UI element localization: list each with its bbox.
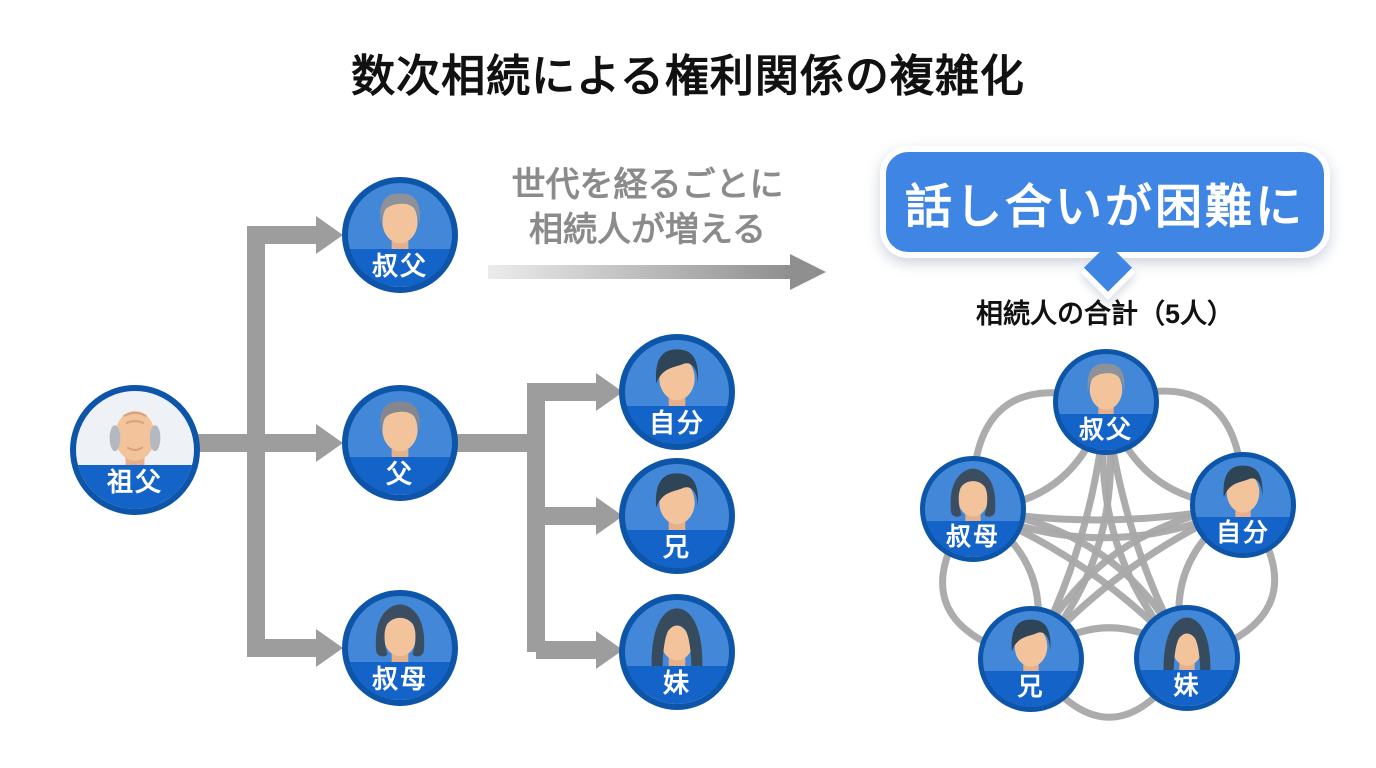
node-label-band: 叔父 — [1058, 414, 1154, 450]
node-label-band: 兄 — [983, 671, 1079, 707]
node-label-band: 叔父 — [348, 248, 452, 287]
arrowhead-to-self — [596, 373, 623, 411]
page-title: 数次相続による権利関係の複雑化 — [351, 52, 1025, 101]
node-label: 叔母 — [945, 523, 1000, 552]
tree-node-grandfather: 祖父 — [70, 385, 200, 515]
node-label: 叔父 — [371, 250, 428, 281]
generation-arrow — [488, 254, 826, 290]
node-label: 兄 — [1017, 673, 1045, 702]
node-label-band: 兄 — [625, 529, 729, 568]
generation-caption: 世代を経るごとに 相続人が増える — [455, 163, 840, 253]
tree-node-sister: 妹 — [619, 594, 735, 710]
node-label-band: 父 — [348, 456, 452, 495]
network-node-sister: 妹 — [1134, 605, 1240, 711]
node-label: 自分 — [1215, 519, 1270, 548]
node-label: 父 — [385, 458, 414, 489]
arrowhead-to-sister — [596, 631, 623, 669]
tree-node-aunt: 叔母 — [342, 590, 458, 706]
tree-node-father: 父 — [342, 385, 458, 501]
network-node-self: 自分 — [1190, 452, 1296, 558]
node-label: 兄 — [662, 531, 691, 562]
speech-bubble: 話し合いが困難に — [880, 146, 1330, 258]
node-label: 祖父 — [106, 467, 163, 498]
node-label: 妹 — [662, 667, 691, 698]
node-label-band: 妹 — [625, 665, 729, 704]
tree-connectors-gen1 — [198, 216, 343, 667]
arrowhead-to-father — [316, 424, 343, 462]
node-label: 自分 — [648, 407, 705, 438]
node-label-band: 妹 — [1139, 670, 1235, 706]
node-label: 叔父 — [1078, 416, 1133, 445]
node-label-band: 叔母 — [348, 661, 452, 700]
network-node-aunt: 叔母 — [920, 456, 1026, 562]
network-node-uncle: 叔父 — [1053, 349, 1159, 455]
speech-bubble-text: 話し合いが困難に — [905, 179, 1305, 233]
node-label-band: 祖父 — [76, 465, 194, 509]
network-node-brother: 兄 — [978, 606, 1084, 712]
node-label-band: 自分 — [1195, 517, 1291, 553]
network-heading: 相続人の合計（5人） — [975, 299, 1235, 329]
node-label: 妹 — [1173, 672, 1201, 701]
arrowhead-to-aunt — [316, 629, 343, 667]
caption-line-2: 相続人が増える — [529, 210, 766, 249]
node-label-band: 叔母 — [925, 521, 1021, 557]
tree-node-self: 自分 — [619, 334, 735, 450]
node-label: 叔母 — [371, 663, 428, 694]
caption-line-1: 世代を経るごとに — [511, 166, 784, 204]
node-label-band: 自分 — [625, 405, 729, 444]
arrowhead-to-uncle — [316, 216, 343, 254]
tree-node-uncle: 叔父 — [342, 177, 458, 293]
arrowhead-to-brother — [596, 497, 623, 535]
tree-node-brother: 兄 — [619, 458, 735, 574]
tree-connectors-gen2 — [456, 373, 623, 669]
